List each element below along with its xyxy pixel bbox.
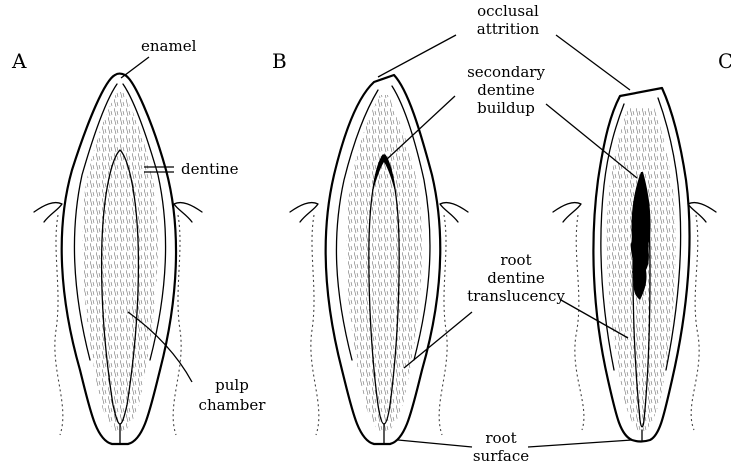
dentine-area	[82, 92, 158, 432]
leader-attrition-b	[378, 35, 456, 77]
label-dentine: dentine	[181, 160, 239, 178]
label-root-surface-line2: surface	[473, 447, 529, 465]
label-occlusal-attrition-line1: occlusal	[477, 2, 539, 20]
leader-root-surface-b	[398, 440, 472, 447]
bone-margin-right	[174, 203, 202, 222]
dentine-area	[346, 95, 422, 432]
bone-right	[173, 215, 181, 435]
tooth-b	[290, 75, 468, 444]
bone-margin-left	[290, 203, 318, 222]
label-occlusal-attrition-line2: attrition	[477, 20, 540, 38]
leader-root-surface-c	[528, 440, 632, 447]
panel-letter-b: B	[272, 49, 287, 73]
panel-letter-c: C	[718, 49, 731, 73]
bone-right	[691, 215, 699, 430]
label-secondary-dentine-line2: dentine	[477, 81, 535, 99]
label-root-surface-line1: root	[485, 429, 516, 447]
leader-attrition-c	[556, 35, 630, 90]
label-enamel: enamel	[141, 37, 197, 55]
label-root-translucency-line3: translucency	[467, 287, 565, 305]
tooth-c	[553, 88, 716, 442]
label-secondary-dentine-line1: secondary	[467, 63, 545, 81]
label-pulp-chamber-line1: pulp	[215, 376, 249, 394]
label-root-translucency-line1: root	[500, 251, 531, 269]
bone-left	[311, 215, 319, 435]
leader-enamel	[121, 57, 149, 78]
bone-margin-left	[34, 203, 62, 222]
bone-left	[575, 215, 584, 430]
label-root-translucency-line2: dentine	[487, 269, 545, 287]
tooth-a	[34, 74, 202, 445]
label-secondary-dentine-line3: buildup	[477, 99, 535, 117]
bone-margin-right	[440, 203, 468, 222]
panel-letter-a: A	[11, 49, 27, 73]
bone-margin-right	[688, 203, 716, 222]
label-pulp-chamber-line2: chamber	[199, 396, 267, 414]
bone-margin-left	[553, 203, 581, 222]
